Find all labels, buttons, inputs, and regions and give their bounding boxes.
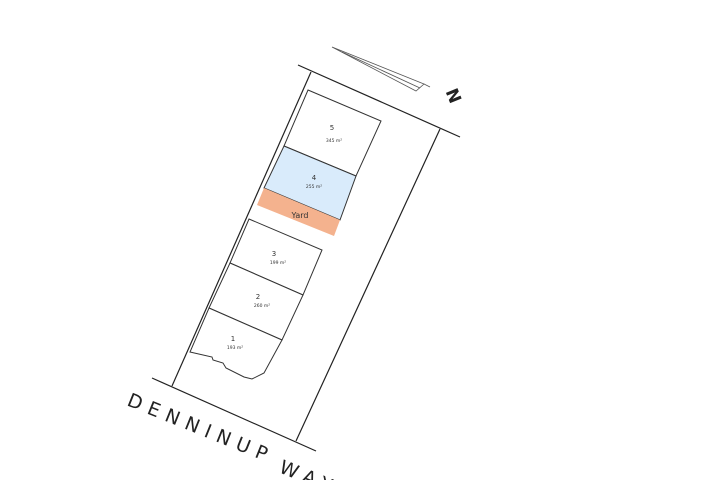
lot-4-number: 4 [312,174,317,182]
lot-2-area: 260 m² [254,303,270,309]
lot-5-number: 5 [330,124,334,132]
lot-1[interactable]: 1 193 m² [189,307,283,380]
lot-1-number: 1 [231,335,235,343]
lot-2-number: 2 [256,293,260,301]
street-name-part1: DENNINUP [124,389,277,468]
yard[interactable]: Yard [257,188,340,236]
lot-1-outline [189,307,283,380]
yard-label: Yard [291,211,309,220]
north-arrow: N [331,46,465,107]
lot-1-area: 193 m² [227,345,243,351]
lot-4-area: 255 m² [306,184,322,190]
lot-3-number: 3 [272,250,276,258]
lot-5-area: 345 m² [326,138,342,144]
lot-3-area: 199 m² [270,260,286,266]
yard-area [257,188,340,236]
street-name-part2: WAY [276,456,342,480]
property-boundary [151,64,461,452]
north-label: N [441,86,465,107]
